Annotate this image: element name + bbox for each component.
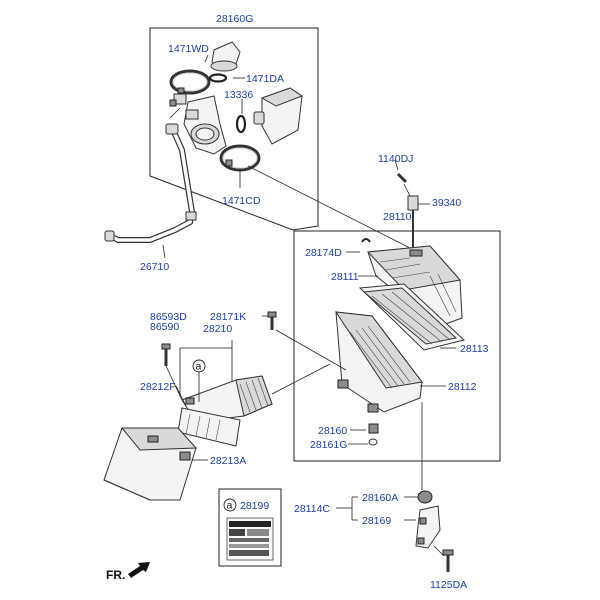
label-28199: 28199 xyxy=(240,500,269,512)
label-28110: 28110 xyxy=(383,211,412,223)
group-box-28110 xyxy=(293,230,501,462)
front-arrow-icon xyxy=(128,562,150,578)
clamp-1471wd xyxy=(169,69,211,95)
resonator-28213a xyxy=(103,427,198,501)
bolt-28161g xyxy=(368,438,378,446)
duct-28210 xyxy=(181,375,273,423)
label-plate-box xyxy=(218,488,282,567)
label-1471wd: 1471WD xyxy=(168,43,209,55)
seal-28212f xyxy=(177,407,241,447)
label-28160: 28160 xyxy=(318,425,347,437)
label-plate-letter: a xyxy=(227,500,233,512)
front-label: FR. xyxy=(106,568,125,582)
label-39340: 39340 xyxy=(432,197,461,209)
clip-28174d xyxy=(361,238,371,243)
label-28169: 28169 xyxy=(362,515,391,527)
label-1125da: 1125DA xyxy=(430,579,467,591)
clip-13336 xyxy=(235,114,247,134)
label-28161g: 28161G xyxy=(310,439,347,451)
label-28213a: 28213A xyxy=(210,455,246,467)
bolt-1140dj xyxy=(396,172,408,184)
resonator-part xyxy=(253,87,304,145)
label-1471da: 1471DA xyxy=(246,73,284,85)
label-26710: 26710 xyxy=(140,261,169,273)
label-86590: 86590 xyxy=(150,321,179,333)
label-1140dj: 1140DJ xyxy=(378,153,413,165)
caution-label-icon xyxy=(226,517,274,561)
ring-1471da xyxy=(208,73,228,83)
label-28171k: 28171K xyxy=(210,311,246,323)
air-flow-sensor xyxy=(169,93,227,155)
callout-a-letter: a xyxy=(196,361,202,373)
label-28113: 28113 xyxy=(460,343,489,355)
grommet-28160 xyxy=(368,423,379,434)
label-28114c: 28114C xyxy=(294,503,330,515)
label-28112: 28112 xyxy=(448,381,477,393)
group-box-28160g xyxy=(149,27,319,231)
label-28174d: 28174D xyxy=(305,247,342,259)
filter-28113 xyxy=(358,283,466,351)
label-28210: 28210 xyxy=(203,323,232,335)
cover-28111 xyxy=(366,245,463,327)
label-86593d: 86593D xyxy=(150,311,187,323)
bracket-28114c xyxy=(415,490,441,549)
label-13336: 13336 xyxy=(224,89,253,101)
label-28212f: 28212F xyxy=(140,381,176,393)
case-28112 xyxy=(334,311,423,413)
label-1471cd: 1471CD xyxy=(222,195,261,207)
label-28160a: 28160A xyxy=(362,492,398,504)
label-28160g: 28160G xyxy=(216,13,253,25)
label-28111: 28111 xyxy=(331,271,359,283)
